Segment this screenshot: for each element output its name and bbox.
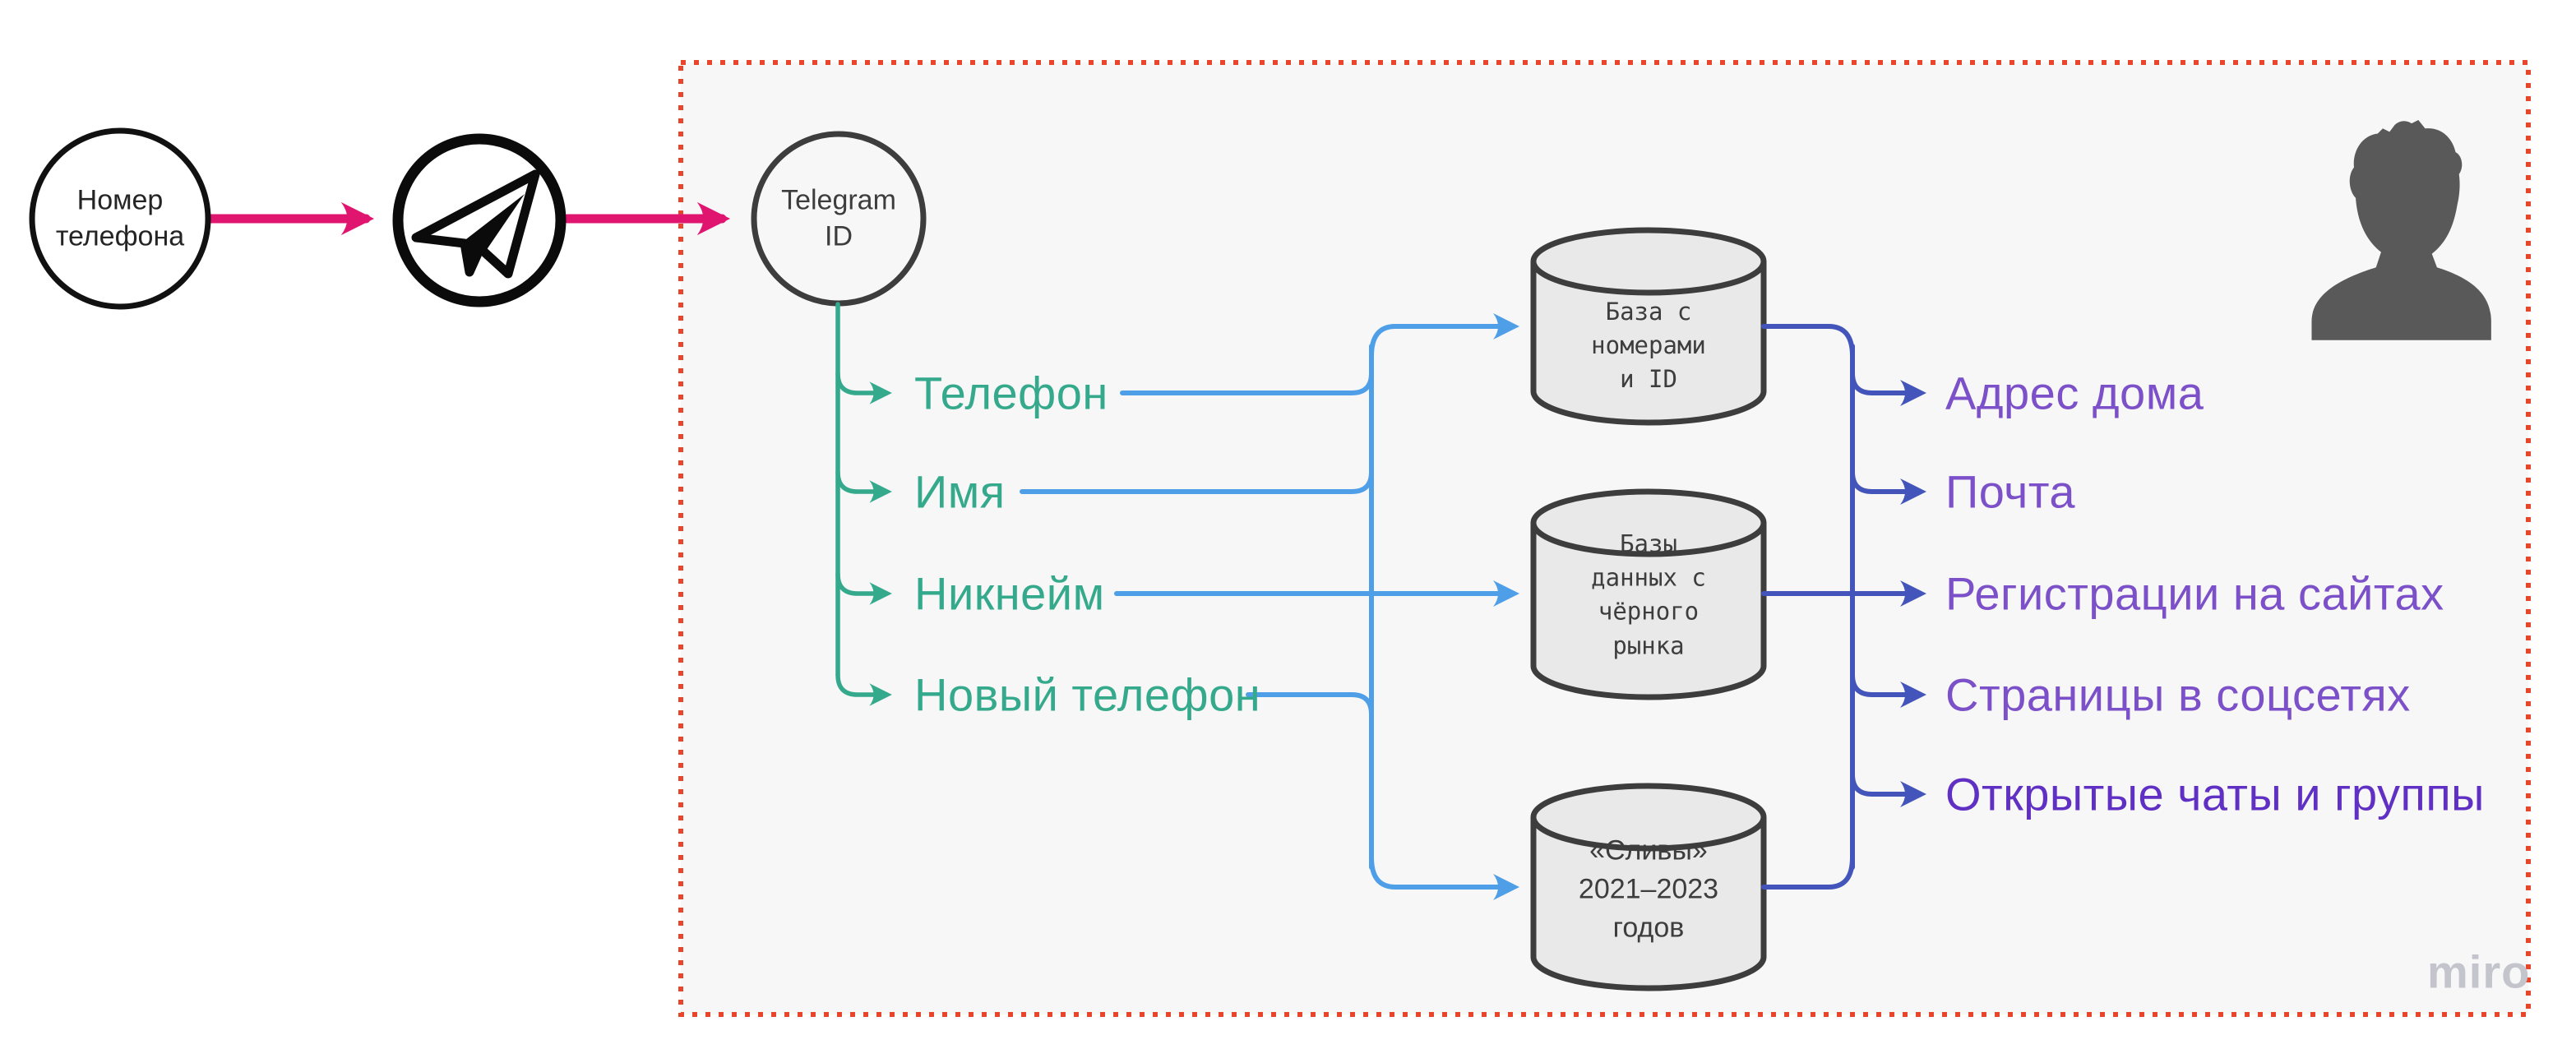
branch-label-phone: Телефон <box>914 367 1108 419</box>
db-numbers-and-id <box>1530 227 1767 426</box>
person-icon <box>2311 120 2491 340</box>
db-black-market <box>1530 488 1767 700</box>
db-label-black-market: Базы данных с чёрного рынка <box>1591 529 1706 660</box>
branch-label-name: Имя <box>914 465 1006 518</box>
branch-label-nickname: Никнейм <box>914 567 1105 620</box>
output-label-site-registrations: Регистрации на сайтах <box>1945 567 2444 620</box>
branch-label-new-phone: Новый телефон <box>914 668 1261 721</box>
telegram-logo-icon <box>392 133 567 307</box>
phone-number-node <box>29 127 211 310</box>
output-label-open-chats: Открытые чаты и группы <box>1945 768 2485 820</box>
phone-number-label: Номер телефона <box>55 184 185 252</box>
output-label-social-pages: Страницы в соцсетях <box>1945 668 2411 721</box>
indigo-connectors <box>1761 324 1927 890</box>
blue-connectors <box>1020 312 1520 901</box>
miro-watermark: miro <box>2427 945 2531 998</box>
branch-tree <box>835 302 892 706</box>
output-label-email: Почта <box>1945 465 2076 518</box>
db-label-numbers-and-id: База с номерами и ID <box>1591 298 1706 394</box>
db-label-leaks: «Сливы» 2021–2023 годов <box>1578 834 1719 944</box>
db-leaks <box>1530 783 1767 991</box>
output-label-home-address: Адрес дома <box>1945 367 2204 419</box>
database-cylinders <box>1530 227 1767 991</box>
telegram-id-label: Telegram ID <box>781 184 896 252</box>
